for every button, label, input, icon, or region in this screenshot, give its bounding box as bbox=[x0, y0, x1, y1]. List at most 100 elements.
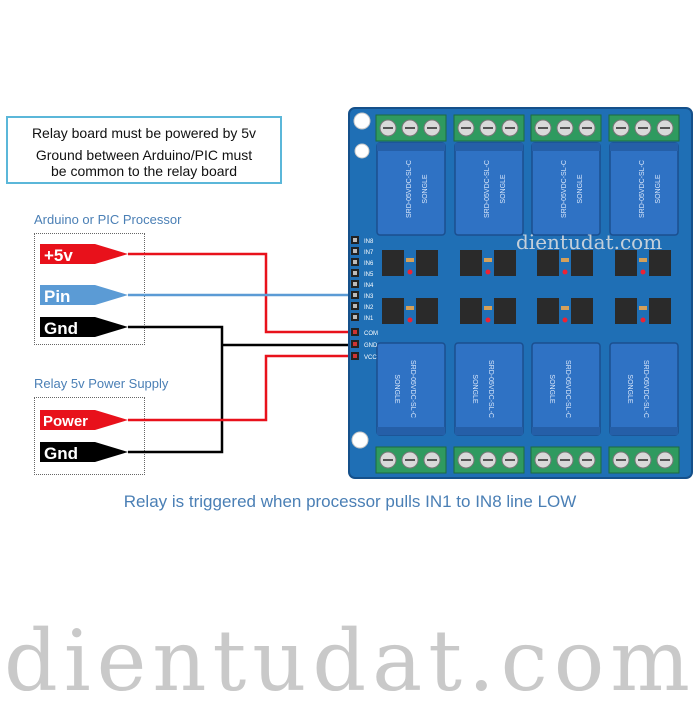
wire-gnd-processor bbox=[128, 325, 224, 345]
relay: SRD-05VDC-SL-C SONGLE bbox=[609, 342, 679, 436]
terminal-block bbox=[530, 114, 602, 142]
supply-leads: Power Gnd bbox=[40, 410, 128, 463]
watermark: dientudat.com bbox=[4, 612, 696, 710]
relay: SRD-05VDC-SL-C SONGLE bbox=[454, 342, 524, 436]
terminal-screw bbox=[423, 119, 441, 137]
terminal-screw bbox=[534, 119, 552, 137]
resistor bbox=[484, 306, 492, 310]
relay-brand-label: SONGLE bbox=[393, 374, 400, 404]
optocoupler bbox=[615, 250, 637, 276]
optocoupler bbox=[537, 298, 559, 324]
header-pin: IN6 bbox=[351, 258, 374, 267]
header-pin: IN3 bbox=[351, 291, 374, 300]
terminal-screw bbox=[401, 119, 419, 137]
mount-hole-ml bbox=[354, 143, 370, 159]
header-pin-label: IN2 bbox=[364, 305, 374, 311]
header-pin: IN8 bbox=[351, 236, 374, 245]
processor-leads: +5v Pin Gnd bbox=[40, 244, 128, 338]
terminal-block bbox=[375, 114, 447, 142]
led bbox=[562, 317, 568, 323]
relay-model-label: SRD-05VDC-SL-C bbox=[642, 360, 649, 418]
supply-group-box bbox=[34, 397, 145, 475]
components bbox=[382, 250, 671, 324]
header-pin-label: IN5 bbox=[364, 272, 374, 278]
relay-brand-label: SONGLE bbox=[626, 374, 633, 404]
terminal-block bbox=[375, 446, 447, 474]
lead-power: Power bbox=[40, 410, 128, 430]
wire-power bbox=[128, 354, 355, 422]
wire-gnd-supply bbox=[128, 345, 224, 454]
lead-plus5v-label: +5v bbox=[44, 246, 73, 265]
power-pin-label: COM bbox=[364, 331, 378, 337]
note-power: Relay board must be powered by 5v bbox=[31, 125, 257, 141]
optocoupler bbox=[537, 250, 559, 276]
terminal-screw bbox=[379, 451, 397, 469]
header-pin-label: IN6 bbox=[364, 261, 374, 267]
lead-power-label: Power bbox=[43, 413, 88, 430]
lead-gnd-supply: Gnd bbox=[40, 442, 128, 463]
power-pin: VCC bbox=[351, 352, 377, 361]
wire-plus5v bbox=[128, 252, 355, 334]
led bbox=[562, 269, 568, 275]
relay: SRD-05VDC-SL-C SONGLE bbox=[609, 142, 679, 236]
caption: Relay is triggered when processor pulls … bbox=[123, 492, 577, 511]
header-pin-label: IN1 bbox=[364, 316, 374, 322]
note-ground-2: be common to the relay board bbox=[51, 163, 237, 179]
relay-model-label: SRD-05VDC-SL-C bbox=[564, 360, 571, 418]
optocoupler bbox=[649, 250, 671, 276]
wires bbox=[128, 252, 355, 454]
optocoupler bbox=[416, 250, 438, 276]
watermark-small: dientudat.com bbox=[516, 230, 662, 254]
lead-gnd-processor-label: Gnd bbox=[44, 319, 78, 338]
header-pin-label: IN8 bbox=[364, 239, 374, 245]
supply-group-title: Relay 5v Power Supply bbox=[34, 376, 169, 391]
resistor bbox=[561, 258, 569, 262]
relay-brand-label: SONGLE bbox=[577, 174, 584, 204]
led bbox=[407, 317, 413, 323]
relay-brand-label: SONGLE bbox=[500, 174, 507, 204]
optocoupler bbox=[382, 298, 404, 324]
optocoupler bbox=[571, 298, 593, 324]
power-pin: COM bbox=[351, 328, 378, 337]
terminal-screw bbox=[634, 119, 652, 137]
header-pin: IN7 bbox=[351, 247, 374, 256]
relay-brand-label: SONGLE bbox=[471, 374, 478, 404]
relay-model-label: SRD-05VDC-SL-C bbox=[639, 160, 646, 218]
header-pin: IN1 bbox=[351, 313, 374, 322]
terminal-screw bbox=[556, 119, 574, 137]
terminal-screw bbox=[501, 119, 519, 137]
processor-group-title: Arduino or PIC Processor bbox=[34, 212, 182, 227]
terminal-screw bbox=[578, 119, 596, 137]
terminal-screw bbox=[379, 119, 397, 137]
terminal-block bbox=[453, 114, 525, 142]
header-pin-label: IN3 bbox=[364, 294, 374, 300]
header-pin: IN2 bbox=[351, 302, 374, 311]
terminal-screw bbox=[423, 451, 441, 469]
relay-brand-label: SONGLE bbox=[422, 174, 429, 204]
relay-model-label: SRD-05VDC-SL-C bbox=[487, 360, 494, 418]
optocoupler bbox=[460, 298, 482, 324]
power-pin-label: VCC bbox=[364, 355, 377, 361]
terminal-screw bbox=[501, 451, 519, 469]
lead-pin-label: Pin bbox=[44, 287, 70, 306]
led bbox=[485, 269, 491, 275]
terminal-screw bbox=[578, 451, 596, 469]
terminal-screw bbox=[479, 119, 497, 137]
optocoupler bbox=[416, 298, 438, 324]
terminal-screw bbox=[656, 451, 674, 469]
header-pin-label: IN4 bbox=[364, 283, 374, 289]
relay-brand-label: SONGLE bbox=[655, 174, 662, 204]
terminal-screw bbox=[457, 119, 475, 137]
lead-gnd-processor: Gnd bbox=[40, 317, 128, 338]
terminal-screw bbox=[556, 451, 574, 469]
notes-box: Relay board must be powered by 5v Ground… bbox=[6, 116, 282, 184]
resistor bbox=[406, 258, 414, 262]
terminal-screw bbox=[612, 119, 630, 137]
led bbox=[640, 317, 646, 323]
